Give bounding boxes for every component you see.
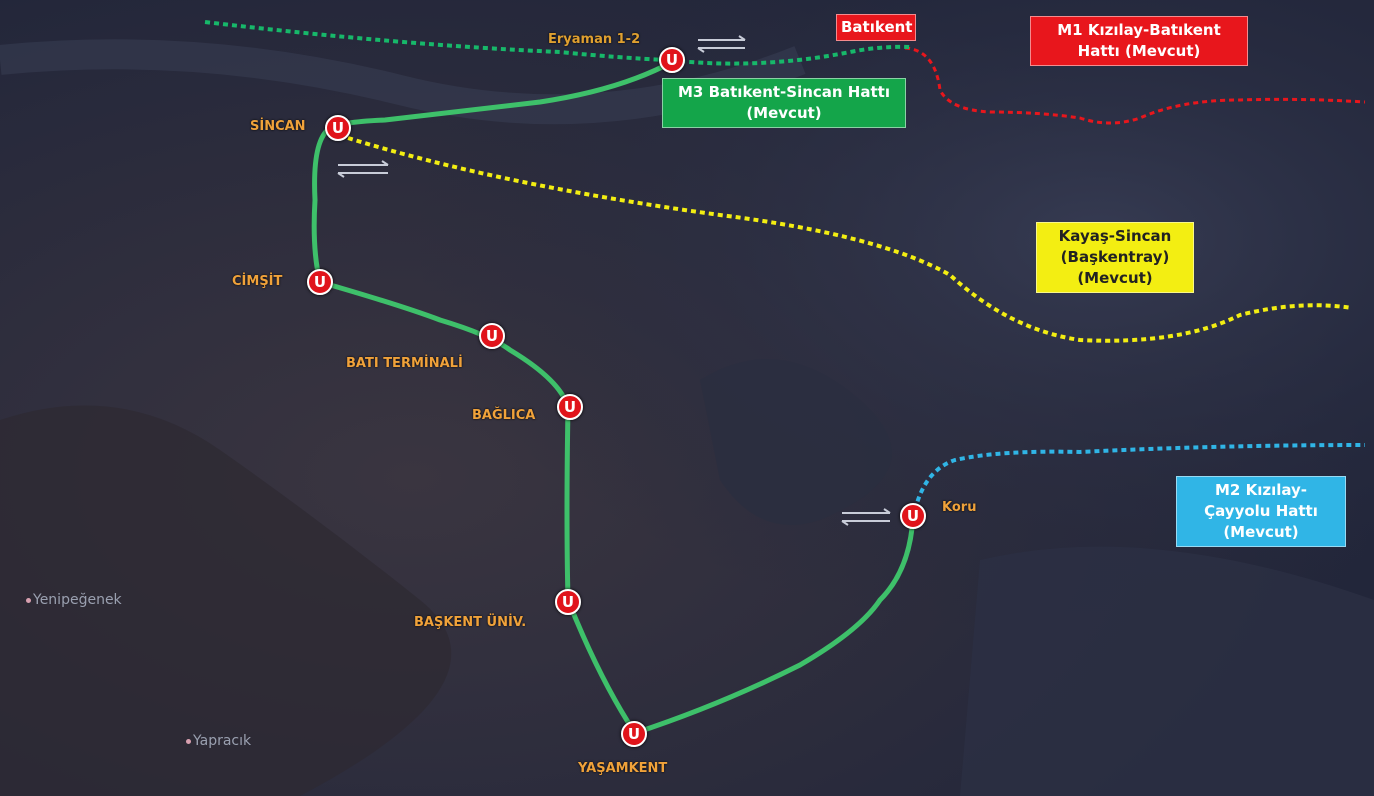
proposed-line	[311, 59, 916, 736]
m2-line-label: M2 Kızılay- Çayyolu Hattı (Mevcut)	[1176, 476, 1346, 547]
metro-station-icon[interactable]: U	[900, 503, 926, 529]
station-label-cimsit: CİMŞİT	[232, 274, 283, 289]
m3-line-label-1: M3 Batıkent-Sincan Hattı	[678, 83, 890, 101]
place-yapracik: Yapracık	[186, 733, 251, 749]
kayas-sincan-line	[347, 136, 1353, 343]
metro-station-icon[interactable]: U	[555, 589, 581, 615]
m1-line-label-2: Hattı (Mevcut)	[1077, 42, 1201, 60]
transfer-arrows-icon	[337, 160, 389, 178]
kayas-line-label-1: Kayaş-Sincan	[1058, 227, 1172, 245]
station-label-baskent-univ: BAŞKENT ÜNİV.	[414, 615, 527, 630]
m3-line-label-2: (Mevcut)	[746, 104, 822, 122]
kayas-sincan-line-label: Kayaş-Sincan (Başkentray) (Mevcut)	[1036, 222, 1194, 293]
place-yenipegenek: Yenipeğenek	[26, 592, 122, 608]
place-pin-icon	[186, 738, 191, 744]
station-label-baglica: BAĞLICA	[472, 408, 536, 423]
m2-line-label-2: Çayyolu Hattı	[1204, 502, 1318, 520]
m1-line-label-1: M1 Kızılay-Batıkent	[1057, 21, 1221, 39]
batikent-terminus-label: Batıkent	[836, 14, 916, 41]
metro-station-icon[interactable]: U	[621, 721, 647, 747]
station-label-bati-terminali: BATI TERMİNALİ	[346, 356, 463, 371]
station-label-eryaman: Eryaman 1-2	[548, 32, 641, 47]
m3-line-label: M3 Batıkent-Sincan Hattı (Mevcut)	[662, 78, 906, 128]
m1-line-label: M1 Kızılay-Batıkent Hattı (Mevcut)	[1030, 16, 1248, 66]
kayas-line-label-3: (Mevcut)	[1077, 269, 1153, 287]
metro-station-icon[interactable]: U	[479, 323, 505, 349]
transfer-arrows-icon	[841, 508, 891, 526]
m2-line-label-1: M2 Kızılay-	[1214, 481, 1308, 499]
metro-station-icon[interactable]: U	[325, 115, 351, 141]
transfer-arrows-icon	[697, 35, 746, 53]
place-pin-icon	[26, 597, 31, 603]
metro-station-icon[interactable]: U	[557, 394, 583, 420]
m2-line-label-3: (Mevcut)	[1223, 523, 1299, 541]
kayas-line-label-2: (Başkentray)	[1060, 248, 1170, 266]
metro-station-icon[interactable]: U	[659, 47, 685, 73]
station-label-yasamkent: YAŞAMKENT	[578, 761, 668, 776]
metro-station-icon[interactable]: U	[307, 269, 333, 295]
station-label-sincan: SİNCAN	[250, 119, 306, 134]
station-label-koru: Koru	[942, 500, 977, 515]
m2-line	[913, 443, 1366, 511]
